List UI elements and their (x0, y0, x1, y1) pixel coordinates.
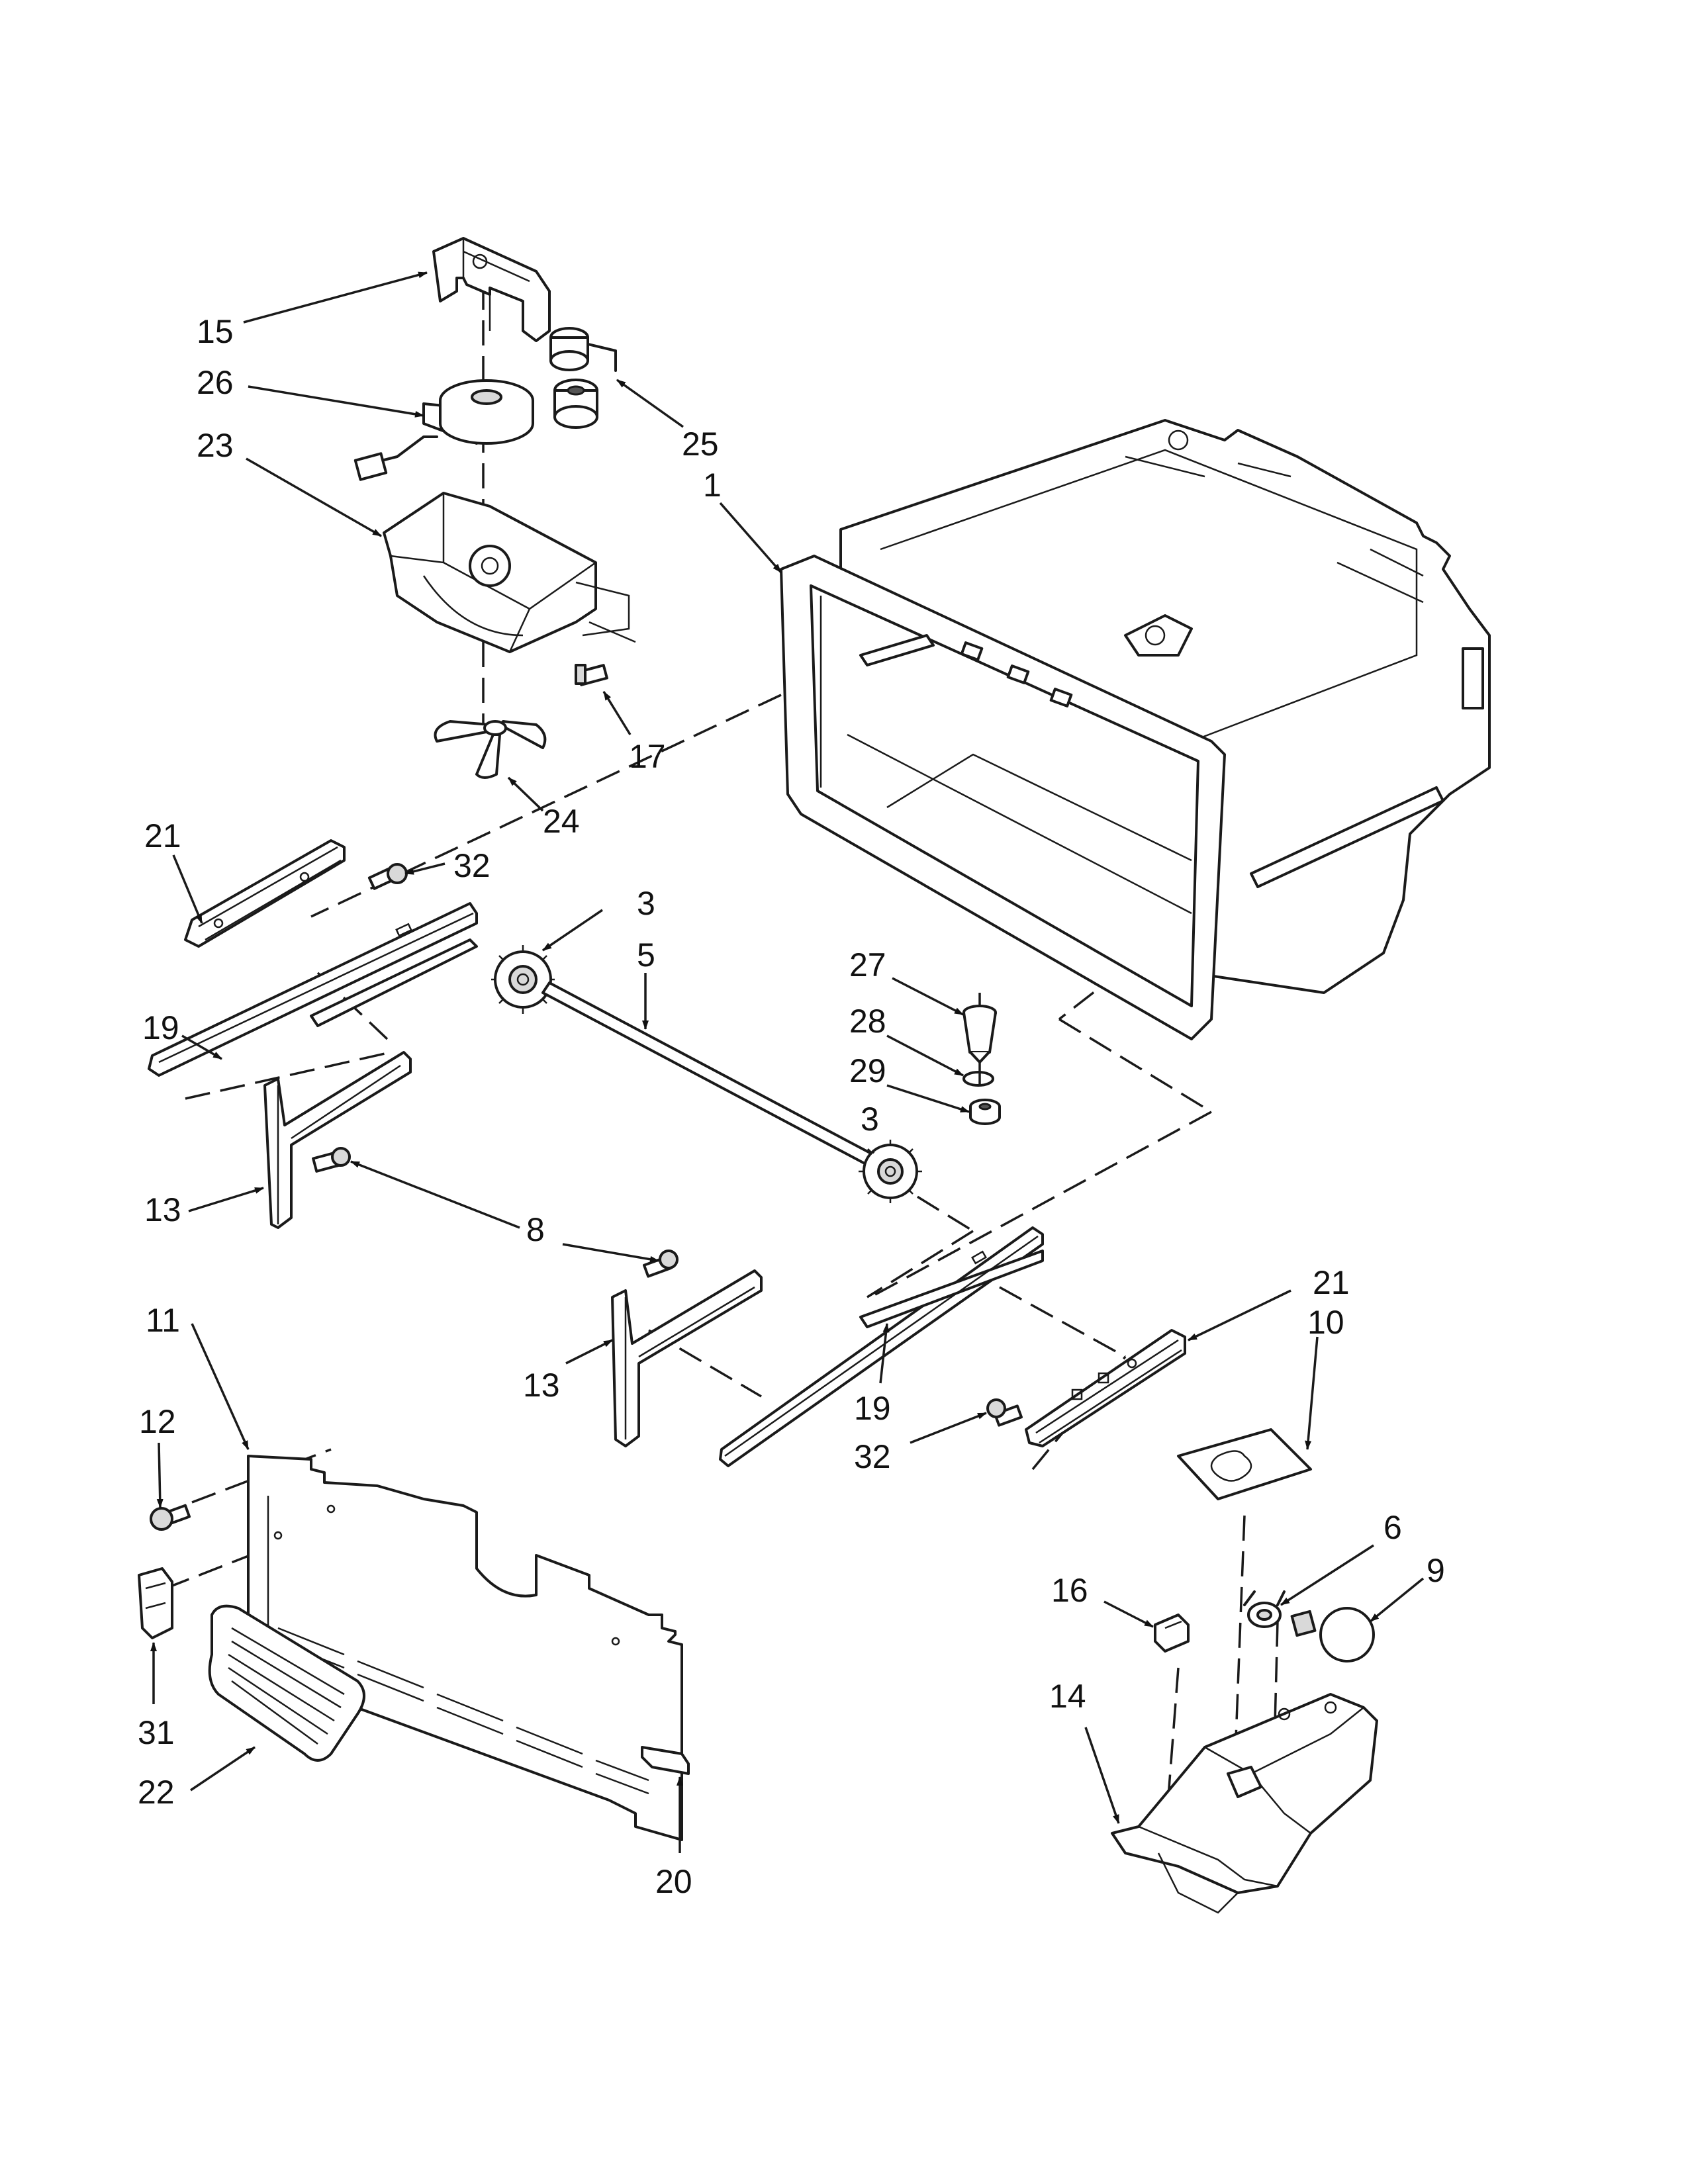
callout-6: 6 (1383, 1509, 1402, 1546)
part-20-seal-strip (641, 1746, 690, 1775)
part-16-light-switch (1154, 1614, 1190, 1653)
callout-15: 15 (197, 313, 234, 350)
part-9-light-bulb (1290, 1607, 1375, 1662)
callout-5: 5 (637, 936, 655, 974)
part-24-fan-blade (434, 720, 547, 779)
callout-21-right: 21 (1313, 1264, 1350, 1301)
part-12-screw (150, 1504, 191, 1531)
callout-8: 8 (526, 1211, 545, 1248)
callout-29: 29 (849, 1052, 886, 1089)
part-28-o-ring (962, 1071, 994, 1087)
part-11-rear-panel (247, 1455, 683, 1841)
part-13-right-bracket (611, 1269, 763, 1447)
callout-19-right: 19 (854, 1390, 891, 1427)
part-1-freezer-basket-housing (780, 419, 1491, 1040)
callout-24: 24 (543, 803, 580, 840)
part-14-light-housing (1111, 1693, 1378, 1914)
part-6-lamp-socket (1243, 1590, 1286, 1628)
callout-22: 22 (138, 1774, 175, 1811)
callout-1: 1 (703, 467, 722, 504)
callout-20: 20 (655, 1863, 692, 1900)
callout-9: 9 (1427, 1552, 1445, 1589)
part-5-drawer-shaft (541, 981, 875, 1166)
callout-19-left: 19 (142, 1009, 179, 1046)
callout-28: 28 (849, 1003, 886, 1040)
part-10-label (1177, 1428, 1312, 1500)
part-8-screw-right (643, 1250, 679, 1278)
callout-labels: 15 26 23 25 1 17 24 21 32 3 5 19 27 28 2… (138, 313, 1445, 1900)
part-26-fan-motor (353, 379, 534, 481)
callout-23: 23 (197, 427, 234, 464)
part-23-fan-housing (383, 492, 636, 653)
part-21-left-slide-bracket (184, 839, 346, 948)
part-21-right-slide-bracket (1025, 1329, 1186, 1447)
part-32-right-screw (986, 1398, 1023, 1427)
callout-10: 10 (1307, 1304, 1344, 1341)
callout-13-right: 13 (523, 1367, 560, 1404)
part-32-left-screw (367, 863, 408, 890)
part-13-left-bracket (263, 1051, 412, 1229)
part-22-toe-grille (208, 1604, 365, 1762)
callout-25: 25 (682, 426, 719, 463)
callout-21-left: 21 (144, 817, 181, 854)
callout-13-left: 13 (144, 1191, 181, 1228)
part-15-fan-shroud-cover (432, 237, 551, 342)
part-27-bushing (962, 1005, 997, 1064)
part-29-spacer (969, 1099, 1001, 1125)
callout-16: 16 (1051, 1572, 1088, 1609)
part-19-left-slide-rail (148, 902, 478, 1077)
callout-12: 12 (139, 1403, 176, 1440)
callout-11: 11 (146, 1302, 180, 1339)
callout-32-right: 32 (854, 1438, 891, 1475)
part-25-motor-grommets (549, 327, 617, 429)
part-3-lower-gear (859, 1140, 922, 1203)
part-8-screw-left (312, 1147, 351, 1173)
callout-3-lower: 3 (861, 1101, 879, 1138)
callout-14: 14 (1049, 1678, 1086, 1715)
callout-27: 27 (849, 946, 886, 983)
callout-3-upper: 3 (637, 885, 655, 922)
part-17-screw (575, 664, 608, 686)
callout-31: 31 (138, 1714, 175, 1751)
callout-26: 26 (197, 364, 234, 401)
callout-17: 17 (629, 738, 666, 775)
part-19-right-slide-rail (719, 1226, 1044, 1467)
part-3-upper-gear (491, 945, 555, 1014)
callout-32-left: 32 (453, 847, 491, 884)
part-31-clip (138, 1567, 173, 1639)
leader-lines (150, 271, 1425, 1853)
